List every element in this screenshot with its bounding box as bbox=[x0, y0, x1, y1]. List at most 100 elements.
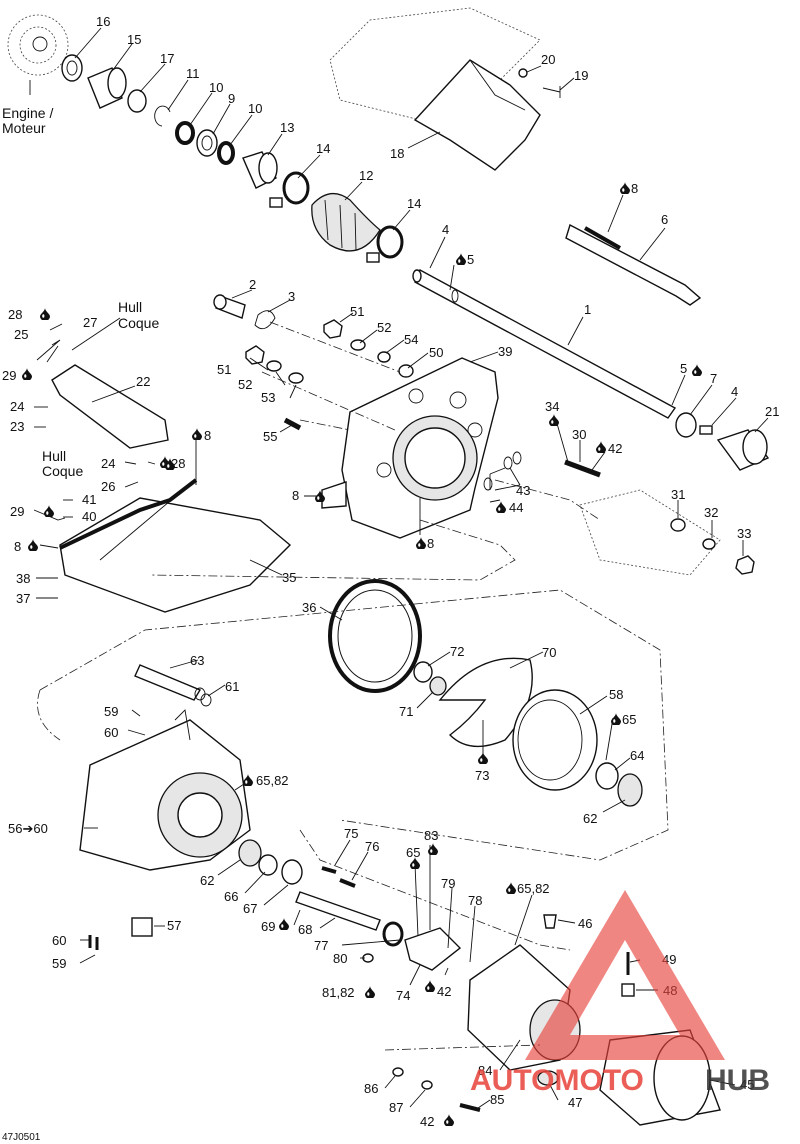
callout-label: 60 bbox=[52, 933, 66, 948]
part-22-bracket bbox=[51, 364, 169, 449]
callout-label: 24 bbox=[101, 456, 115, 471]
part-87-washer bbox=[421, 1080, 433, 1090]
part-77-o-ring bbox=[382, 921, 404, 947]
part-71-washer bbox=[429, 676, 447, 696]
callout-label: 25 bbox=[14, 327, 28, 342]
oil-drop-icon bbox=[456, 253, 466, 265]
part-47-nut bbox=[537, 1070, 559, 1086]
callout-label: 33 bbox=[737, 526, 751, 541]
part-21-housing bbox=[716, 429, 770, 471]
callout-label: 51 bbox=[350, 304, 364, 319]
oil-drop-icon bbox=[425, 980, 435, 992]
callout-label: 28 bbox=[8, 307, 22, 322]
callout-label: 63 bbox=[190, 653, 204, 668]
callout-label: 73 bbox=[475, 768, 489, 783]
engine-label-line2: Moteur bbox=[2, 120, 46, 136]
callout-label: 30 bbox=[572, 427, 586, 442]
oil-drop-icon bbox=[40, 308, 50, 320]
part-68-shaft bbox=[295, 891, 381, 931]
part-12-boot bbox=[311, 193, 381, 252]
callout-label: 67 bbox=[243, 901, 257, 916]
callout-label: 69 bbox=[261, 919, 275, 934]
callout-label: 2 bbox=[249, 277, 256, 292]
callout-label: 15 bbox=[127, 32, 141, 47]
callout-label: 38 bbox=[16, 571, 30, 586]
part-19-screw bbox=[542, 86, 561, 98]
part-63-tube bbox=[134, 664, 202, 701]
callout-label: 54 bbox=[404, 332, 418, 347]
part-46-insert bbox=[543, 914, 557, 929]
callout-label: 35 bbox=[282, 570, 296, 585]
part-1-drive-shaft bbox=[412, 269, 677, 419]
callout-label: 58 bbox=[609, 687, 623, 702]
callout-label: 36 bbox=[302, 600, 316, 615]
hull-label-top-line1: Hull bbox=[118, 299, 142, 315]
oil-drop-icon bbox=[243, 774, 253, 786]
part-64-seal bbox=[595, 762, 619, 790]
callout-label: 44 bbox=[509, 500, 523, 515]
oil-drop-icon bbox=[279, 918, 289, 930]
callout-label: 65 bbox=[622, 712, 636, 727]
part-57-block bbox=[131, 917, 153, 937]
engine-label-line1: Engine / bbox=[2, 105, 53, 121]
callout-label: 26 bbox=[101, 479, 115, 494]
callout-label: 85 bbox=[490, 1092, 504, 1107]
callout-label: 84 bbox=[478, 1063, 492, 1078]
part-10-o-ring bbox=[175, 121, 195, 145]
callout-label: 53 bbox=[261, 390, 275, 405]
oil-drop-icon bbox=[496, 501, 506, 513]
oil-drop-icon bbox=[596, 441, 606, 453]
figure-code: 47J0501 bbox=[2, 1132, 41, 1143]
callout-label: 62 bbox=[583, 811, 597, 826]
callout-label: 45 bbox=[740, 1077, 754, 1092]
callout-label: 24 bbox=[10, 399, 24, 414]
callout-label: 21 bbox=[765, 404, 779, 419]
part-14-clamp-2 bbox=[366, 225, 404, 263]
callout-label: 31 bbox=[671, 487, 685, 502]
part-36-seal-ring bbox=[328, 579, 422, 693]
callout-label: 65,82 bbox=[256, 773, 289, 788]
callout-label: 59 bbox=[104, 704, 118, 719]
callout-label: 68 bbox=[298, 922, 312, 937]
callout-label: 42 bbox=[608, 441, 622, 456]
callout-label: 10 bbox=[248, 101, 262, 116]
callout-label: 14 bbox=[407, 196, 421, 211]
part-drawings bbox=[7, 7, 770, 1126]
callout-label: 43 bbox=[516, 483, 530, 498]
callout-label: 29 bbox=[10, 504, 24, 519]
callout-label: 66 bbox=[224, 889, 238, 904]
callout-label: 28 bbox=[171, 456, 185, 471]
oil-drop-icon bbox=[478, 752, 488, 764]
part-11-circlip bbox=[154, 105, 171, 127]
callout-label: 5 bbox=[467, 252, 474, 267]
part-20-washer bbox=[518, 68, 528, 78]
callout-label: 72 bbox=[450, 644, 464, 659]
part-3-clip bbox=[254, 310, 276, 330]
callout-label: 11 bbox=[186, 66, 200, 81]
callout-label: 65,82 bbox=[517, 881, 550, 896]
callout-label: 23 bbox=[10, 419, 24, 434]
part-14-clamp bbox=[269, 171, 310, 208]
part-33-nut bbox=[735, 555, 755, 575]
part-62-bearing bbox=[617, 773, 643, 807]
oil-drop-icon bbox=[428, 843, 438, 855]
callout-label: 16 bbox=[96, 14, 110, 29]
oil-drop-icon bbox=[620, 182, 630, 194]
callout-label: 19 bbox=[574, 68, 588, 83]
part-6-tool bbox=[565, 223, 702, 306]
callout-label: 4 bbox=[442, 222, 449, 237]
callout-label: 5 bbox=[680, 361, 687, 376]
oil-drop-icon bbox=[44, 505, 54, 517]
callout-label: 80 bbox=[333, 951, 347, 966]
part-86-washer bbox=[392, 1067, 404, 1077]
callout-label: 32 bbox=[704, 505, 718, 520]
oil-drop-icon bbox=[365, 986, 375, 998]
engine-flange bbox=[7, 14, 69, 95]
part-74-cap bbox=[404, 927, 462, 971]
callout-label: 60 bbox=[104, 725, 118, 740]
callout-labels: 16 15 17 11 10 9 10 13 14 12 14 20 19 18… bbox=[2, 14, 779, 1129]
callout-label: 57 bbox=[167, 918, 181, 933]
callout-label: 3 bbox=[288, 289, 295, 304]
callout-label: 83 bbox=[424, 828, 438, 843]
callout-label: 41 bbox=[82, 492, 96, 507]
